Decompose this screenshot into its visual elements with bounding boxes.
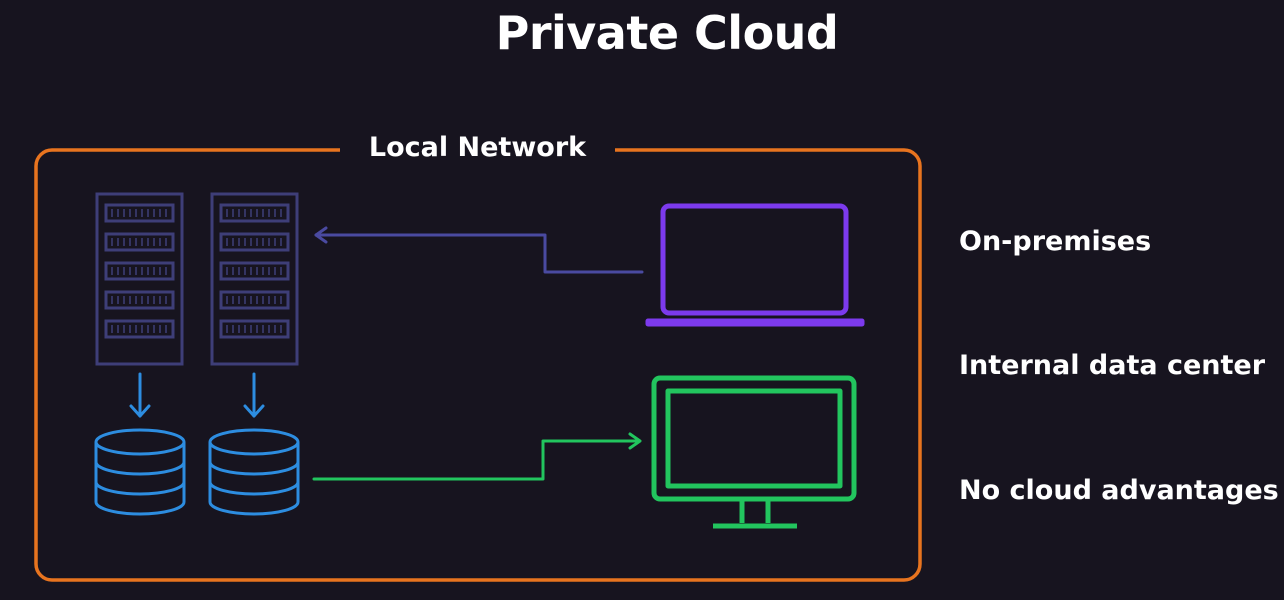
database-icon [94,428,186,516]
server-rack-icon [210,192,299,366]
arrow-down-icon [243,372,265,418]
bullet-no-cloud-advantages: No cloud advantages [959,475,1279,506]
bullet-on-premises: On-premises [959,226,1152,257]
server-rack-icon [95,192,184,366]
arrow-databases-to-monitor [312,432,642,481]
slide-title: Private Cloud [495,6,839,60]
arrow-laptop-to-servers [314,226,644,274]
bullet-internal-data-center: Internal data center [959,350,1266,381]
monitor-icon [651,375,857,529]
local-network-label: Local Network [340,132,615,163]
database-icon [208,428,300,516]
laptop-icon [645,203,865,327]
arrow-down-icon [129,372,151,418]
